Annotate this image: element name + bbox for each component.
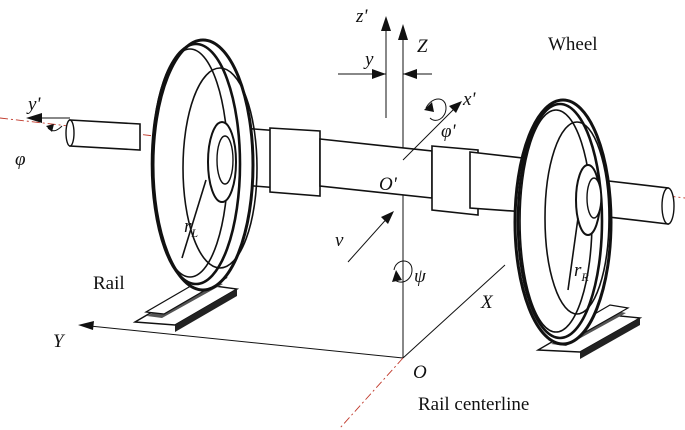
wheel-flange-ring [516,102,604,340]
rail-centerline-dash [339,357,404,429]
phi-prime-rotation-arrowhead [424,102,434,112]
right-radius-line [567,217,579,291]
labels: Wheel Rail Rail centerline z' Z y y' x' … [15,6,598,415]
z-axis-arrowhead [398,24,408,40]
wheel-bore [586,177,602,219]
left-journal-end [65,119,75,147]
x-prime-label: x' [462,89,476,110]
wheel-web-ring [182,67,258,269]
x-prime-axis-line [402,104,459,161]
rail-centerline-label: Rail centerline [418,394,529,415]
rail-label: Rail [93,273,125,294]
psi-rotation-arrowhead [392,270,402,282]
y-offset-arrow-left [372,69,386,79]
velocity-line [347,214,391,263]
o-prime-label: O' [379,174,398,195]
y-cap-label: Y [53,331,66,352]
phi-prime-label: φ' [441,121,457,142]
z-prime-label: z' [355,6,368,27]
o-label: O [413,362,427,383]
z-label: Z [417,36,428,57]
x-prime-arrowhead [449,101,462,113]
right-wheel [513,98,613,346]
psi-rotation-arc [393,260,413,283]
x-cap-label: X [480,292,494,313]
phi-label: φ [15,149,26,170]
wheel-web-ring [544,121,610,315]
rail-base-shade [175,289,237,332]
v-label: v [335,230,344,251]
y-offset-label: y [363,49,374,70]
y-offset-arrow-right [403,69,417,79]
axle-left-collar [269,127,321,197]
y-prime-arrowhead [26,113,42,123]
left-rail [132,275,240,332]
wheel-label: Wheel [548,34,598,55]
rail-base-shade [580,318,640,359]
left-journal [69,119,141,151]
right-journal-end [661,187,675,225]
r-r-label: rR [574,260,589,284]
y-axis-line [79,324,404,359]
r-l-label: rL [184,216,198,240]
y-prime-label: y' [26,94,41,115]
left-radius-line [181,179,207,259]
moving-frame [26,98,462,283]
velocity-arrowhead [381,211,394,224]
axle-right-collar [431,145,479,216]
wheel-bore [216,135,234,185]
phi-rotation-arrowhead [46,124,54,132]
psi-label: ψ [414,266,427,287]
left-wheel [150,38,258,292]
z-prime-axis-arrowhead [381,16,391,31]
phi-prime-rotation-arc [425,98,447,121]
wheel-icon [151,38,255,292]
x-axis-line [402,264,506,359]
y-axis-arrowhead [78,321,94,330]
